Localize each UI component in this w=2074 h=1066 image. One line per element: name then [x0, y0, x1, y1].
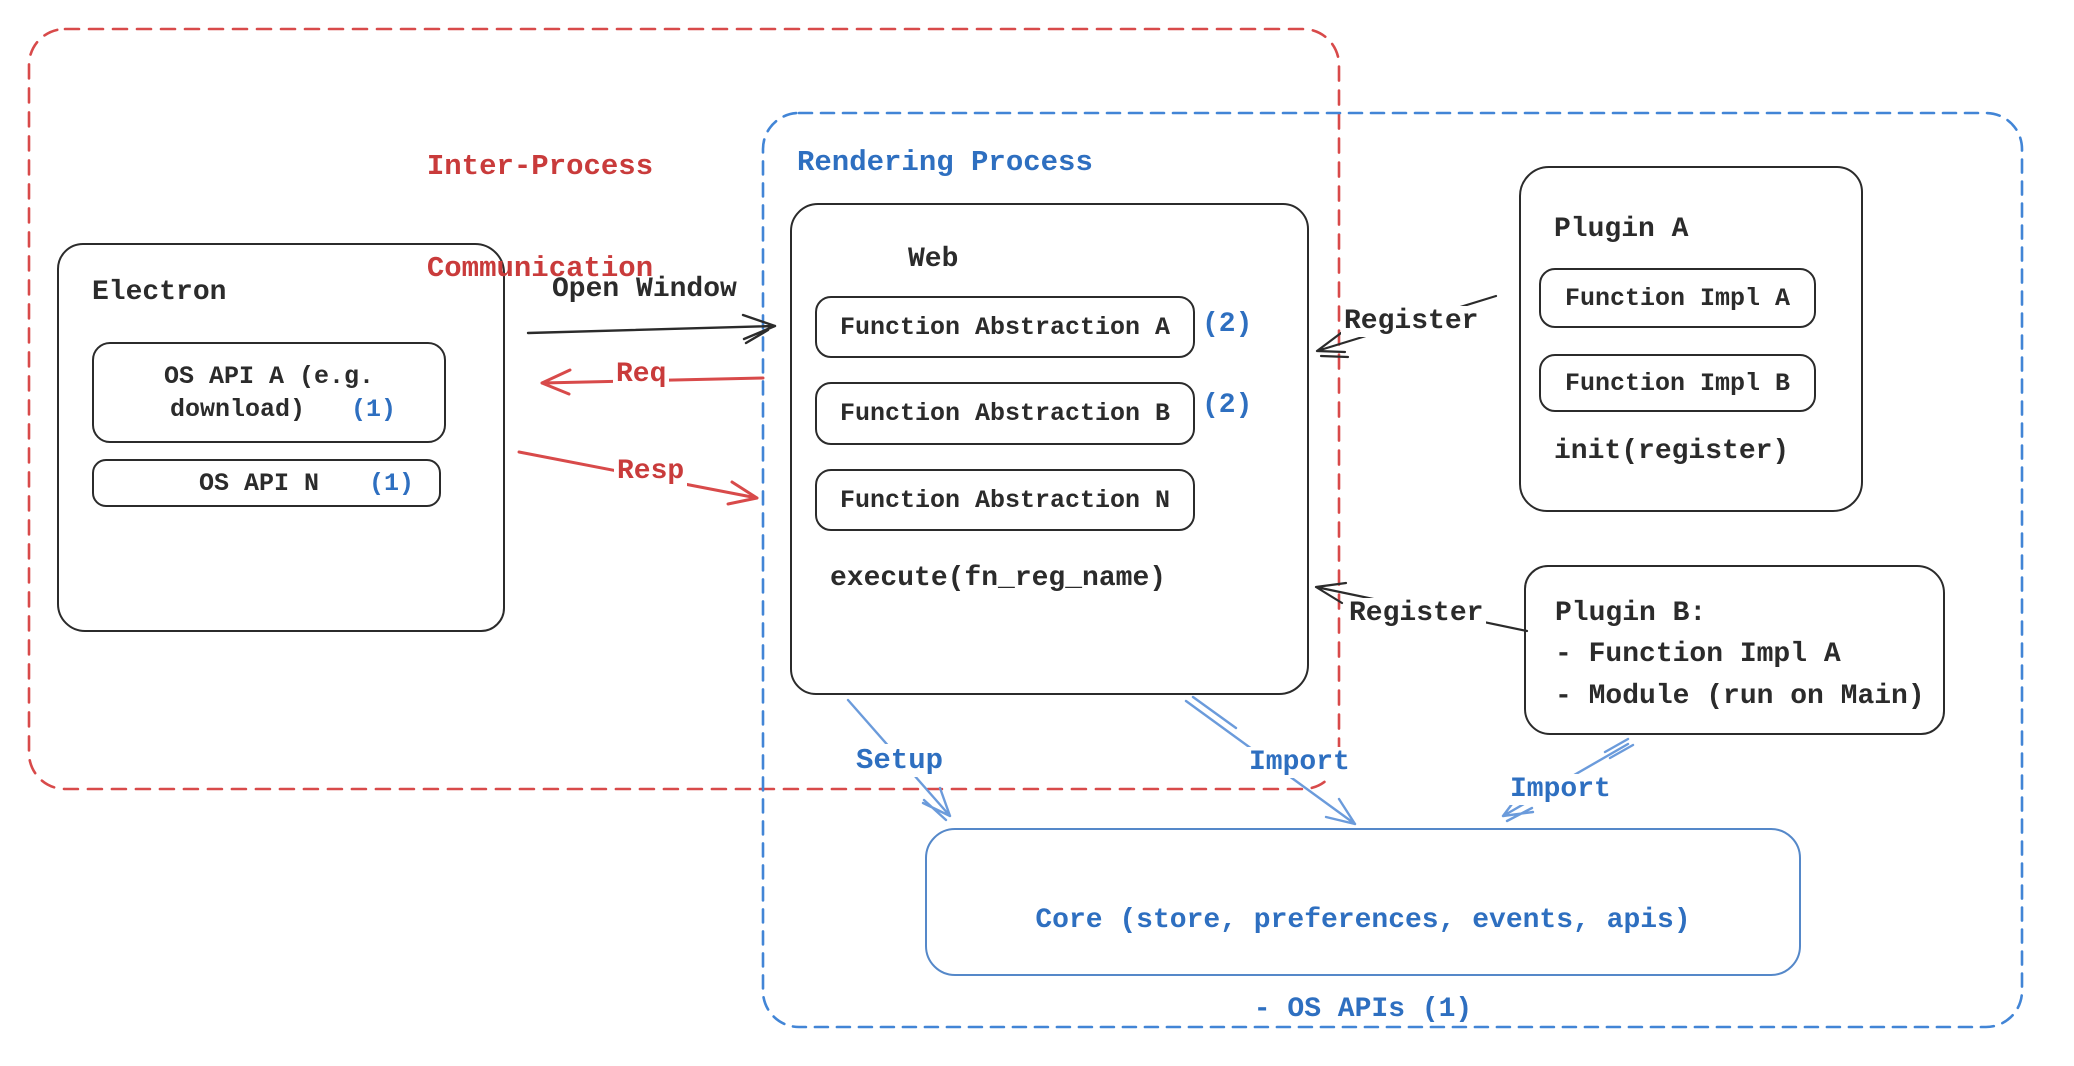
open-window-label: Open Window — [552, 274, 737, 305]
os-api-n-line: OS API N (1) — [199, 469, 414, 498]
execute-label: execute(fn_reg_name) — [830, 563, 1167, 594]
os-api-a-line1: OS API A (e.g. — [163, 361, 375, 391]
function-impl-a-box: Function Impl A — [1539, 268, 1816, 328]
os-api-a-ref: (1) — [351, 394, 397, 424]
core-text: Core (store, preferences, events, apis) … — [925, 847, 1801, 1066]
import-plugin-label: Import — [1507, 774, 1614, 805]
core-line2: - OS APIs (1) — [1253, 993, 1473, 1025]
os-api-n-box: OS API N (1) — [92, 459, 441, 507]
function-abstraction-b-box: Function Abstraction B — [815, 382, 1195, 445]
plugin-b-title: Plugin B: — [1555, 598, 1707, 629]
req-label: Req — [613, 359, 670, 390]
rendering-boundary-title: Rendering Process — [797, 146, 1093, 179]
plugin-a-init-label: init(register) — [1554, 436, 1790, 467]
os-api-a-box: OS API A (e.g. download) (1) — [92, 342, 446, 443]
electron-title: Electron — [92, 277, 227, 308]
function-abstraction-a-ref: (2) — [1202, 309, 1253, 340]
web-box — [790, 203, 1309, 695]
ipc-title-line1: Inter-Process — [426, 150, 654, 183]
function-abstraction-a-box: Function Abstraction A — [815, 296, 1195, 358]
os-api-a-line2: download) (1) — [170, 393, 396, 426]
plugin-b-item-1: - Function Impl A — [1555, 639, 1841, 670]
setup-label: Setup — [853, 744, 947, 777]
os-api-n-ref: (1) — [369, 468, 415, 498]
plugin-b-item-2: - Module (run on Main) — [1555, 681, 1925, 712]
core-line1: Core (store, preferences, events, apis) — [1035, 905, 1691, 936]
register-a-label: Register — [1341, 306, 1482, 337]
plugin-a-title: Plugin A — [1554, 214, 1689, 245]
function-abstraction-b-ref: (2) — [1202, 390, 1253, 421]
resp-label: Resp — [614, 456, 688, 487]
os-api-a-name: download) — [169, 394, 305, 424]
import-web-label: Import — [1246, 747, 1353, 778]
web-title: Web — [908, 244, 959, 275]
function-impl-b-box: Function Impl B — [1539, 354, 1816, 412]
ipc-boundary-title: Inter-Process Communication — [420, 82, 660, 354]
os-api-n-name: OS API N — [198, 468, 319, 498]
function-abstraction-n-box: Function Abstraction N — [815, 469, 1195, 531]
register-b-label: Register — [1346, 598, 1487, 629]
